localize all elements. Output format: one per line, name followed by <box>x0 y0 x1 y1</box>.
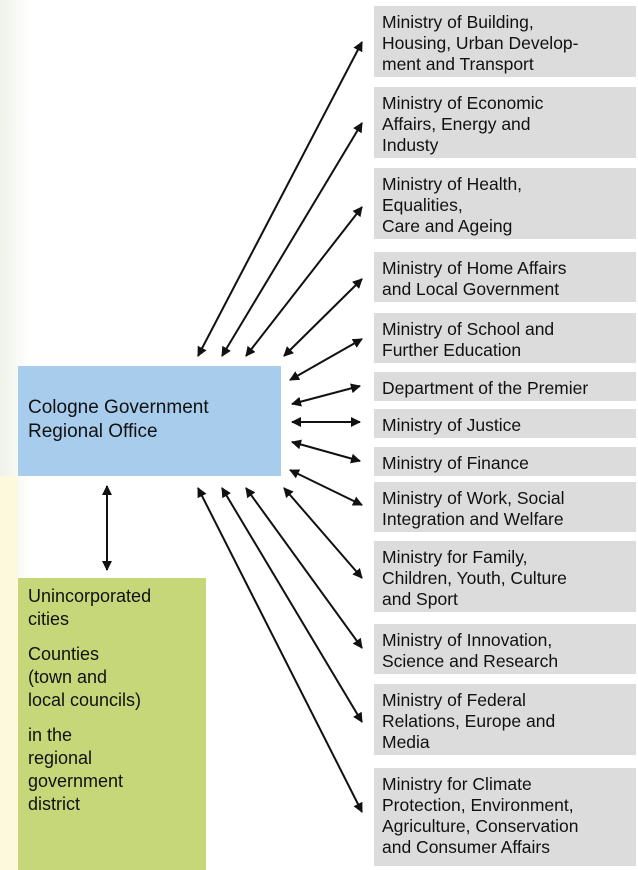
map-background-district <box>0 476 18 870</box>
arrow-to-ministry-finance <box>291 439 361 464</box>
ministry-building-housing: Ministry of Building, Housing, Urban Dev… <box>374 6 636 77</box>
ministry-innovation: Ministry of Innovation, Science and Rese… <box>374 624 636 674</box>
unincorporated-cities-label: Unincorporated cities <box>28 586 152 629</box>
ministry-school: Ministry of School and Further Education <box>374 313 636 363</box>
department-premier: Department of the Premier <box>374 372 636 401</box>
ministry-climate: Ministry for Climate Protection, Environ… <box>374 768 636 866</box>
ministry-finance: Ministry of Finance <box>374 447 636 476</box>
ministry-federal-relations: Ministry of Federal Relations, Europe an… <box>374 684 636 755</box>
regional-office-box: Cologne Government Regional Office <box>18 366 281 476</box>
arrow-to-department-premier <box>291 383 361 407</box>
counties-label: Counties (town and local councils) <box>28 644 142 710</box>
arrow-to-ministry-economic <box>221 122 363 357</box>
ministry-health: Ministry of Health, Equalities, Care and… <box>374 168 636 239</box>
arrow-to-ministry-family <box>283 487 363 579</box>
ministry-economic-affairs: Ministry of Economic Affairs, Energy and… <box>374 87 636 158</box>
ministry-home-affairs: Ministry of Home Affairs and Local Gover… <box>374 252 636 302</box>
arrow-to-ministry-work <box>289 469 363 506</box>
ministry-family: Ministry for Family, Children, Youth, Cu… <box>374 541 636 612</box>
arrow-to-ministry-federal <box>221 487 363 723</box>
arrow-to-ministry-school <box>289 338 363 381</box>
district-label: in the regional government district <box>28 725 124 814</box>
ministry-justice: Ministry of Justice <box>374 409 636 438</box>
ministry-work-social: Ministry of Work, Social Integration and… <box>374 482 636 532</box>
arrow-to-ministry-building <box>197 41 363 357</box>
arrow-to-ministry-climate <box>197 487 363 813</box>
local-authorities-box: Unincorporated cities Counties (town and… <box>18 578 206 870</box>
